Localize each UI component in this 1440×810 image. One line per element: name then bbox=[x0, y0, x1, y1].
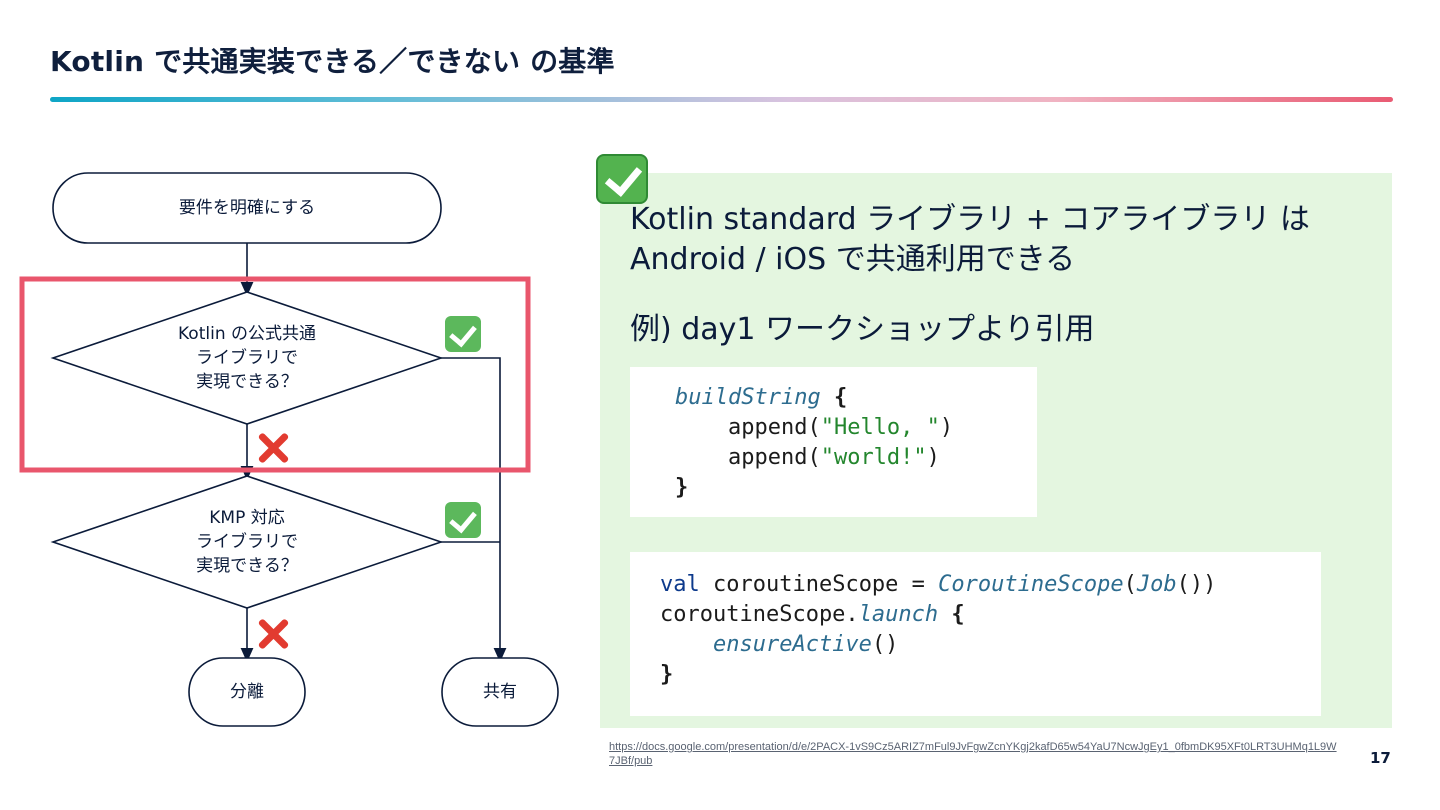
code-token: buildString bbox=[675, 385, 821, 410]
slide-title: Kotlin で共通実装できる／できない の基準 bbox=[50, 45, 615, 78]
code-token bbox=[660, 632, 713, 657]
code-token: "world!" bbox=[820, 445, 927, 470]
check-mark-icon bbox=[445, 316, 481, 352]
flowchart bbox=[19, 172, 559, 727]
code-token: val bbox=[660, 572, 700, 597]
page-number: 17 bbox=[1370, 749, 1391, 767]
flow-decision1-label: Kotlin の公式共通 ライブラリで 実現できる？ bbox=[178, 324, 316, 392]
flow-decision2-label: KMP 対応 ライブラリで 実現できる？ bbox=[196, 508, 298, 576]
panel-heading: Kotlin standard ライブラリ + コアライブラリ は Androi… bbox=[630, 200, 1370, 280]
code-token: append( bbox=[675, 415, 821, 440]
code-token: { bbox=[938, 602, 965, 627]
code-token: ) bbox=[926, 445, 940, 470]
flow-share-shape bbox=[441, 657, 559, 727]
flow-start-label: 要件を明確にする bbox=[178, 198, 316, 218]
flow-separate-shape bbox=[188, 657, 306, 727]
highlight-box bbox=[19, 276, 531, 473]
code-token: CoroutineScope bbox=[938, 572, 1124, 597]
code-token: } bbox=[675, 475, 689, 500]
source-link[interactable]: https://docs.google.com/presentation/d/e… bbox=[609, 741, 1337, 767]
code-token: ensureActive bbox=[712, 632, 872, 657]
code-token: ()) bbox=[1176, 572, 1217, 597]
code-token: } bbox=[660, 662, 674, 687]
title-underline bbox=[50, 97, 1393, 102]
code-token: coroutineScope. bbox=[660, 602, 859, 627]
code-token: launch bbox=[858, 602, 939, 627]
flow-share-label: 共有 bbox=[483, 682, 517, 702]
code-token: { bbox=[820, 385, 848, 410]
code-block-buildstring: buildString { append("Hello, ") append("… bbox=[630, 367, 1037, 517]
check-mark-icon bbox=[596, 154, 648, 204]
code-token: "Hello, " bbox=[820, 415, 940, 440]
code-token: ( bbox=[1123, 572, 1137, 597]
panel-heading-line2: Android / iOS で共通利用できる bbox=[630, 242, 1076, 277]
panel-example-caption: 例) day1 ワークショップより引用 bbox=[630, 312, 1095, 347]
cross-mark-icon bbox=[255, 614, 291, 650]
code-token: append( bbox=[675, 445, 821, 470]
code-token: coroutineScope = bbox=[699, 572, 939, 597]
code-token: () bbox=[871, 632, 899, 657]
code-block-coroutine: val coroutineScope = CoroutineScope(Job(… bbox=[630, 552, 1321, 716]
flow-separate-label: 分離 bbox=[230, 682, 264, 702]
code-token: Job bbox=[1136, 572, 1177, 597]
panel-heading-line1: Kotlin standard ライブラリ + コアライブラリ は bbox=[630, 202, 1310, 237]
code-token: ) bbox=[939, 415, 954, 440]
flow-arrow-decision1-share bbox=[441, 357, 507, 663]
check-mark-icon bbox=[445, 502, 481, 538]
cross-mark-icon bbox=[255, 428, 291, 464]
